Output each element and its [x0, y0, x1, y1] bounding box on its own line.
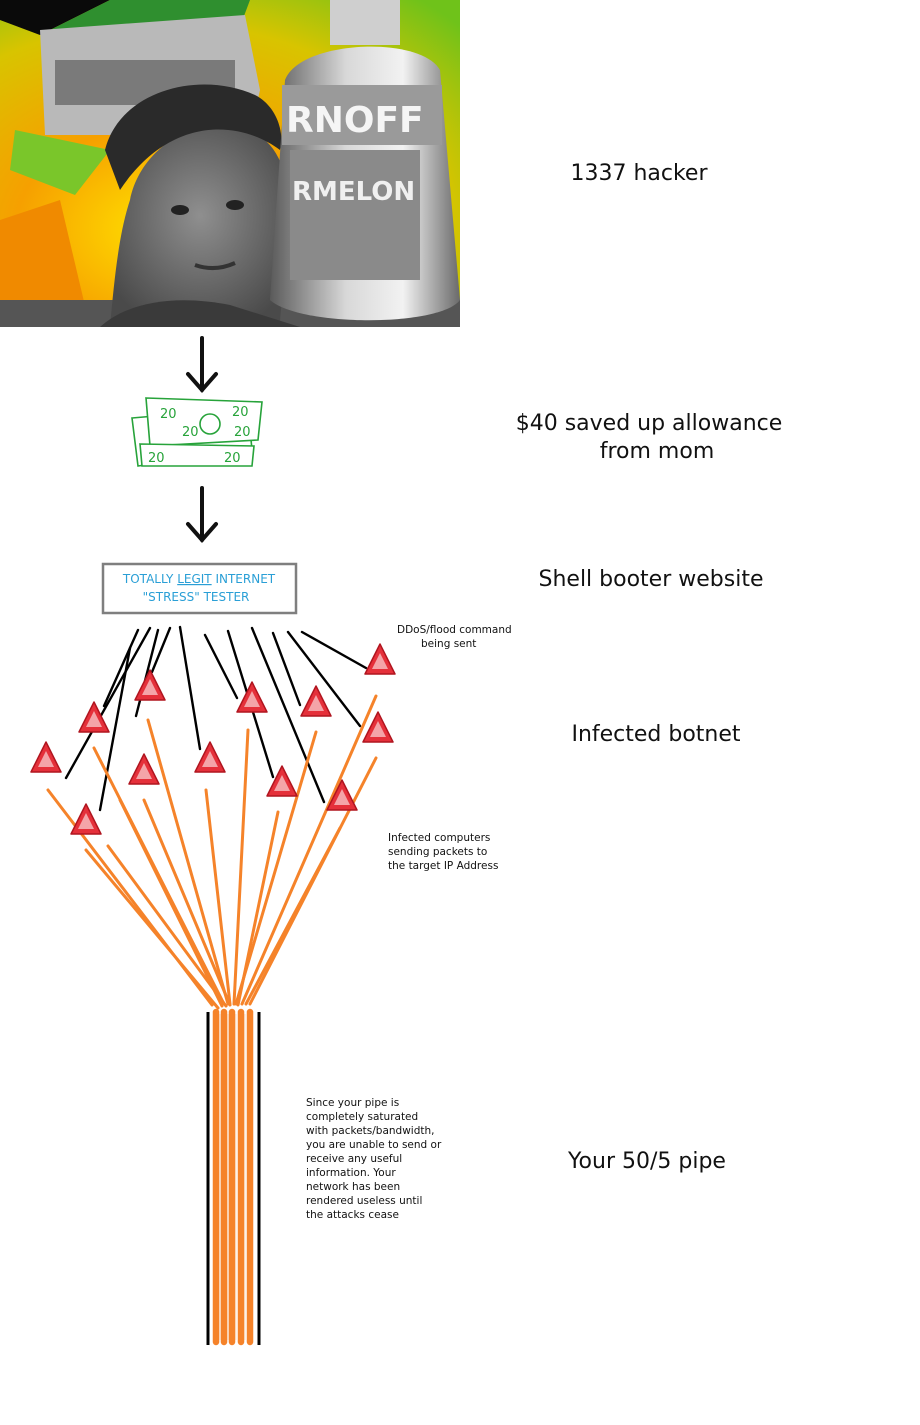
infected-computer-icon	[362, 711, 394, 743]
label-allowance-line1: $40 saved up allowance	[516, 411, 783, 436]
hair	[105, 84, 282, 190]
command-line	[150, 626, 172, 674]
annotation-line: rendered useless until	[306, 1195, 422, 1207]
infected-computer-icon	[266, 765, 298, 797]
booter-title-line2: "STRESS" TESTER	[143, 590, 250, 604]
network-pipe	[206, 1008, 261, 1346]
bottle-label-2: RMELON	[292, 177, 415, 207]
command-line	[286, 630, 362, 728]
command-line	[98, 646, 132, 812]
command-lines	[64, 625, 368, 812]
annotation-line: the target IP Address	[388, 860, 498, 872]
banknote	[139, 443, 255, 467]
annotation-line: information. Your	[306, 1167, 396, 1179]
infected-computer-icon	[78, 701, 110, 733]
packet-line	[204, 788, 232, 1006]
packet-line	[142, 798, 232, 1007]
infected-computer-icon	[300, 685, 332, 717]
banknote-value: 20	[224, 451, 241, 466]
face	[110, 124, 290, 328]
banknote-value: 20	[148, 451, 165, 466]
arrow-down-icon	[186, 486, 218, 544]
command-line	[250, 626, 326, 804]
command-line	[203, 633, 239, 700]
annotation-command: DDoS/flood command being sent	[397, 624, 512, 650]
packet-line	[84, 848, 220, 1010]
label-pipe: Your 50/5 pipe	[567, 1149, 726, 1174]
annotation-line: the attacks cease	[306, 1209, 399, 1221]
packet-line	[234, 730, 318, 1006]
command-line	[64, 626, 152, 780]
banknote-value: 20	[232, 405, 249, 420]
annotation-saturated: Since your pipe is completely saturated …	[306, 1097, 442, 1221]
label-botnet: Infected botnet	[571, 722, 740, 747]
annotation-line: network has been	[306, 1181, 400, 1193]
banknote-value: 20	[160, 407, 177, 422]
packet-line	[106, 844, 228, 1008]
packet-line	[146, 718, 230, 1006]
command-line	[134, 628, 160, 718]
botnet-nodes	[30, 643, 396, 835]
packet-line	[248, 756, 378, 1006]
infected-computer-icon	[128, 753, 160, 785]
infected-computer-icon	[364, 643, 396, 675]
arrow-down-icon	[186, 336, 218, 394]
label-allowance-line2: from mom	[600, 439, 715, 464]
packet-lines	[46, 694, 378, 1010]
annotation-line: Infected computers	[388, 832, 490, 844]
bottle: RNOFF RMELON	[270, 0, 460, 321]
infected-computer-icon	[326, 779, 358, 811]
infected-computer-icon	[236, 681, 268, 713]
banknote-value: 20	[234, 425, 251, 440]
banknote-portrait	[199, 413, 221, 435]
packet-line	[240, 694, 378, 1006]
packet-line	[118, 798, 224, 1008]
banknote-value: 20	[182, 425, 199, 440]
command-line	[178, 625, 202, 751]
annotation-line: Since your pipe is	[306, 1097, 399, 1109]
hacker-photo: RNOFF RMELON	[0, 0, 460, 328]
command-line	[300, 630, 368, 670]
command-line	[102, 628, 140, 708]
label-booter: Shell booter website	[539, 567, 764, 592]
bottle-label-1: RNOFF	[286, 100, 424, 141]
infected-computer-icon	[134, 669, 166, 701]
annotation-line: completely saturated	[306, 1111, 418, 1123]
annotation-line: DDoS/flood command	[397, 624, 512, 636]
booter-title-line1: TOTALLY LEGIT INTERNET	[122, 572, 276, 586]
packet-line	[232, 728, 250, 1006]
label-hacker: 1337 hacker	[570, 161, 708, 186]
annotation-line: with packets/bandwidth,	[306, 1125, 434, 1137]
annotation-line: receive any useful	[306, 1153, 402, 1165]
infected-computer-icon	[194, 741, 226, 773]
infected-computer-icon	[70, 803, 102, 835]
annotation-sending: Infected computers sending packets to th…	[388, 832, 498, 872]
annotation-line: sending packets to	[388, 846, 487, 858]
cash-drawing: 20 20 20 20 20 20	[131, 397, 263, 467]
annotation-line: you are unable to send or	[306, 1139, 442, 1151]
annotation-line: being sent	[421, 638, 476, 650]
booter-website-box: TOTALLY LEGIT INTERNET "STRESS" TESTER	[101, 562, 298, 615]
infected-computer-icon	[30, 741, 62, 773]
command-line	[271, 631, 302, 707]
legit-link[interactable]: LEGIT	[177, 572, 212, 586]
